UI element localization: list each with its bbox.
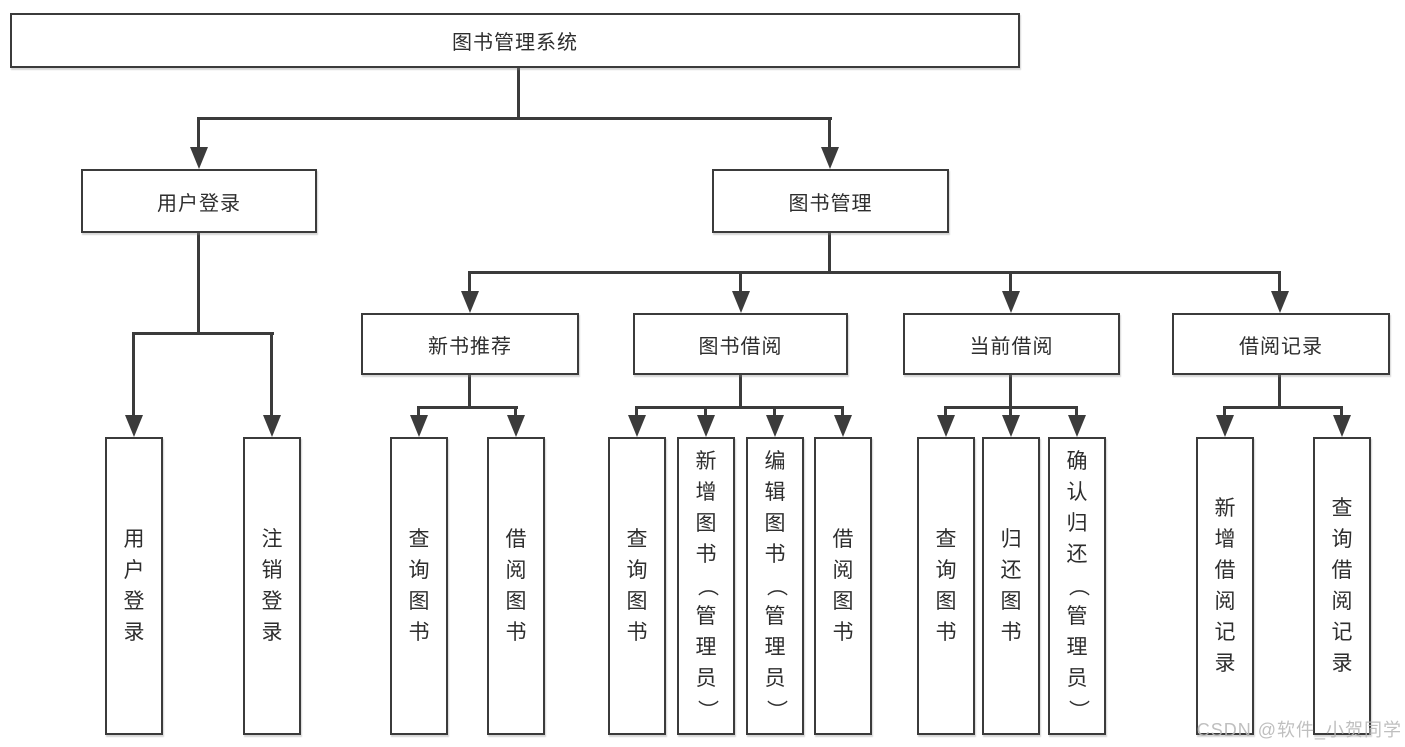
connector-root-stem <box>517 68 520 120</box>
arrow-down-icon <box>766 415 784 437</box>
connector-drop-group <box>1278 271 1281 292</box>
leaf-edit-book-admin: 编辑图书（管理员） <box>746 437 804 735</box>
leaf-user-login: 用户登录 <box>105 437 163 735</box>
leaf-query-borrow-record: 查询借阅记录 <box>1313 437 1371 735</box>
arrow-down-icon <box>410 415 428 437</box>
connector-current-borrow-stem <box>1009 375 1012 409</box>
connector-drop-leaf <box>635 406 638 416</box>
connector-drop-book-mgmt <box>828 117 831 148</box>
arrow-down-icon <box>461 291 479 313</box>
connector-new-book-rec-bar <box>417 406 518 409</box>
connector-drop-leaf <box>944 406 947 416</box>
connector-drop-leaf <box>1223 406 1226 416</box>
connector-drop-leaf <box>1075 406 1078 416</box>
arrow-down-icon <box>937 415 955 437</box>
connector-drop-user-login <box>197 117 200 148</box>
node-new-book-rec: 新书推荐 <box>361 313 579 375</box>
node-current-borrow: 当前借阅 <box>903 313 1120 375</box>
node-book-mgmt-label: 图书管理 <box>788 192 873 215</box>
leaf-query-books-newrec: 查询图书 <box>390 437 448 735</box>
connector-drop-leaf <box>270 332 273 416</box>
leaf-borrow-books-borrow: 借阅图书 <box>814 437 872 735</box>
leaf-add-borrow-record: 新增借阅记录 <box>1196 437 1254 735</box>
connector-drop-leaf <box>1340 406 1343 416</box>
connector-drop-leaf <box>841 406 844 416</box>
leaf-query-books-current: 查询图书 <box>917 437 975 735</box>
connector-drop-leaf <box>514 406 517 416</box>
connector-new-book-rec-stem <box>468 375 471 409</box>
arrow-down-icon <box>1002 415 1020 437</box>
connector-root-bar <box>198 117 832 120</box>
arrow-down-icon <box>821 147 839 169</box>
arrow-down-icon <box>1002 291 1020 313</box>
node-book-borrow-label: 图书借阅 <box>698 335 783 358</box>
arrow-down-icon <box>190 147 208 169</box>
leaf-add-book-admin: 新增图书（管理员） <box>677 437 735 735</box>
arrow-down-icon <box>263 415 281 437</box>
leaf-query-books-borrow: 查询图书 <box>608 437 666 735</box>
connector-drop-group <box>739 271 742 292</box>
leaf-logout-login: 注销登录 <box>243 437 301 735</box>
connector-drop-group <box>1009 271 1012 292</box>
connector-user-login-stem <box>197 233 200 334</box>
node-borrow-records: 借阅记录 <box>1172 313 1390 375</box>
node-root: 图书管理系统 <box>10 13 1020 68</box>
node-book-mgmt: 图书管理 <box>712 169 949 233</box>
arrow-down-icon <box>1068 415 1086 437</box>
connector-drop-leaf <box>704 406 707 416</box>
leaf-borrow-books-newrec: 借阅图书 <box>487 437 545 735</box>
csdn-watermark: CSDN @软件_小贺同学 <box>1196 720 1402 740</box>
node-new-book-rec-label: 新书推荐 <box>428 335 512 358</box>
leaf-return-book: 归还图书 <box>982 437 1040 735</box>
arrow-down-icon <box>697 415 715 437</box>
connector-book-mgmt-stem <box>828 233 831 274</box>
connector-book-borrow-stem <box>739 375 742 409</box>
node-root-label: 图书管理系统 <box>452 32 578 54</box>
connector-drop-leaf <box>132 332 135 416</box>
node-book-borrow: 图书借阅 <box>633 313 848 375</box>
node-current-borrow-label: 当前借阅 <box>969 335 1054 358</box>
node-borrow-records-label: 借阅记录 <box>1239 335 1323 358</box>
arrow-down-icon <box>1271 291 1289 313</box>
connector-drop-leaf <box>773 406 776 416</box>
arrow-down-icon <box>507 415 525 437</box>
arrow-down-icon <box>732 291 750 313</box>
arrow-down-icon <box>125 415 143 437</box>
connector-drop-leaf <box>417 406 420 416</box>
connector-drop-group <box>468 271 471 292</box>
arrow-down-icon <box>628 415 646 437</box>
connector-borrow-records-bar <box>1223 406 1343 409</box>
leaf-confirm-return-admin: 确认归还（管理员） <box>1048 437 1106 735</box>
connector-book-borrow-bar <box>635 406 844 409</box>
connector-drop-leaf <box>1009 406 1012 416</box>
connector-borrow-records-stem <box>1278 375 1281 409</box>
connector-user-login-bar <box>132 332 274 335</box>
node-user-login-label: 用户登录 <box>157 192 241 215</box>
arrow-down-icon <box>1216 415 1234 437</box>
connector-book-mgmt-bar <box>468 271 1281 274</box>
arrow-down-icon <box>834 415 852 437</box>
node-user-login: 用户登录 <box>81 169 317 233</box>
arrow-down-icon <box>1333 415 1351 437</box>
